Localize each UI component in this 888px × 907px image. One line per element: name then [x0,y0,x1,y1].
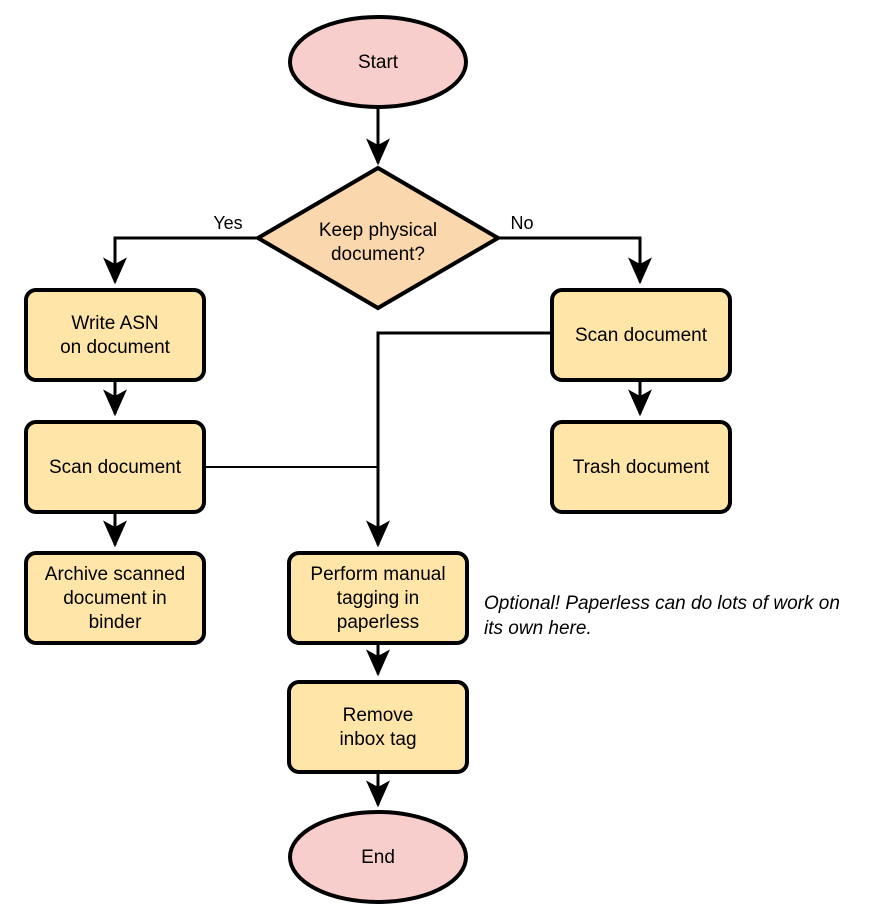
node-perform-manual-tagging-in-paperless[interactable]: Perform manual tagging in paperless [287,551,469,645]
edge-labels-layer: Yes No [213,213,533,233]
write-asn-label-line2: on document [60,337,171,358]
archive-label-line1: Archive scanned [45,564,185,585]
node-trash-document[interactable]: Trash document [550,420,732,514]
connectors-layer [103,107,652,808]
archive-label-line3: binder [89,612,142,633]
write-asn-label-line1: Write ASN [71,313,158,334]
decision-label-line1: Keep physical [319,220,437,241]
node-end[interactable]: End [288,810,468,904]
end-label: End [361,847,395,868]
node-scan-document-right[interactable]: Scan document [550,288,732,382]
edge-label-yes: Yes [213,213,242,233]
node-write-asn-on-document[interactable]: Write ASN on document [24,288,206,382]
tagging-label-line1: Perform manual [310,564,445,585]
archive-rect-shape [24,551,206,645]
tagging-label-line3: paperless [337,612,419,633]
trash-document-rect-shape [550,420,732,514]
decision-diamond-shape [254,165,502,311]
tagging-label-line2: tagging in [337,588,419,609]
remove-inbox-tag-label-line1: Remove [343,705,414,726]
node-scan-document-left[interactable]: Scan document [24,420,206,514]
start-label: Start [358,52,399,73]
decision-label-line2: document? [331,244,425,265]
scan-document-right-label: Scan document [575,325,708,346]
tagging-rect-shape [287,551,469,645]
edge-decision-no-to-scan-right [498,236,652,285]
end-ellipse-shape [288,810,468,904]
node-remove-inbox-tag[interactable]: Remove inbox tag [287,680,469,774]
node-keep-physical-document[interactable]: Keep physical document? [254,165,502,311]
scan-document-right-rect-shape [550,288,732,382]
remove-inbox-tag-rect-shape [287,680,469,774]
annotation-line2: its own here. [484,618,592,639]
edge-label-no: No [510,213,533,233]
node-archive-scanned-document-in-binder[interactable]: Archive scanned document in binder [24,551,206,645]
edge-scan-right-to-tagging [366,331,552,548]
annotation-line1: Optional! Paperless can do lots of work … [484,593,840,614]
archive-label-line2: document in [63,588,167,609]
edge-decision-yes-to-write-asn [103,236,258,285]
nodes-layer: Start Keep physical document? Write ASN … [24,15,732,904]
scan-document-left-label: Scan document [49,457,182,478]
remove-inbox-tag-label-line2: inbox tag [339,729,416,750]
trash-document-label: Trash document [573,457,710,478]
start-ellipse-shape [288,15,468,109]
node-start[interactable]: Start [288,15,468,109]
scan-document-left-rect-shape [24,420,206,514]
write-asn-rect-shape [24,288,206,382]
annotation-optional-note: Optional! Paperless can do lots of work … [484,593,840,639]
